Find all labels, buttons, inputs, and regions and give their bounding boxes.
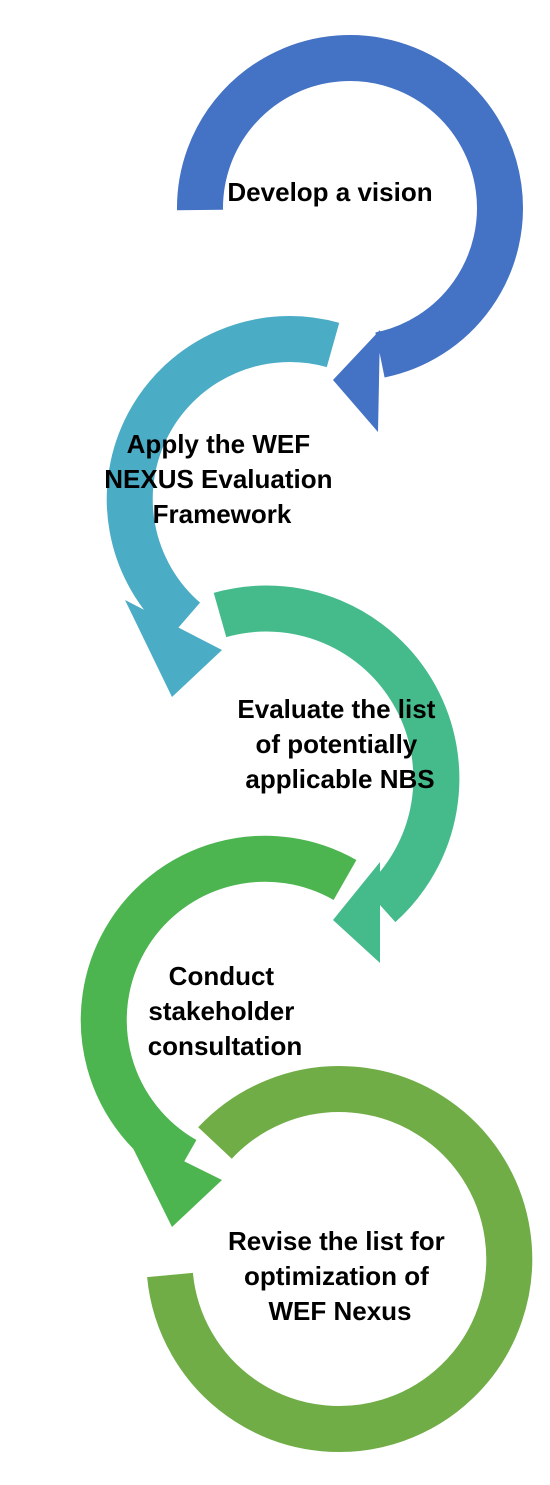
step-5-arc	[147, 1066, 533, 1452]
step-1-label: Develop a vision	[227, 177, 432, 207]
step-2-arrow	[106, 316, 340, 697]
step-2-label-line-3: Framework	[153, 499, 292, 529]
step-4-arc	[80, 835, 357, 1180]
step-2-label: Apply the WEF NEXUS Evaluation Framework	[104, 429, 340, 529]
step-1-arc	[176, 35, 523, 378]
step-5-label-line-1: Revise the list for	[228, 1226, 445, 1256]
step-2-label-line-2: NEXUS Evaluation	[104, 464, 332, 494]
step-1-label-line-1: Develop a vision	[227, 177, 432, 207]
step-3-arrowhead	[333, 862, 380, 963]
step-2-arrowhead	[125, 600, 222, 697]
step-3-label-line-1: Evaluate the list	[237, 694, 435, 724]
step-1-arrowhead	[333, 330, 380, 432]
step-2-arc	[106, 316, 340, 638]
step-4-arrowhead	[125, 1132, 222, 1227]
step-3-label-line-2: of potentially	[255, 729, 417, 759]
step-4-arrow	[80, 835, 357, 1227]
step-4-label-line-1: Conduct	[169, 961, 275, 991]
step-3-label-line-3: applicable NBS	[245, 764, 434, 794]
step-3-arrow	[213, 585, 460, 963]
step-4-label-line-2: stakeholder	[148, 996, 294, 1026]
step-5-label-line-3: WEF Nexus	[268, 1296, 411, 1326]
step-2-label-line-1: Apply the WEF	[127, 429, 310, 459]
step-1-arrow	[176, 35, 523, 432]
step-3-arc	[213, 585, 460, 923]
step-4-label-line-3: consultation	[148, 1031, 303, 1061]
step-4-label: Conduct stakeholder consultation	[148, 961, 303, 1061]
step-5-label: Revise the list for optimization of WEF …	[228, 1226, 452, 1326]
step-5-arrow	[147, 1066, 533, 1452]
step-5-label-line-2: optimization of	[244, 1261, 429, 1291]
step-3-label: Evaluate the list of potentially applica…	[237, 694, 442, 794]
